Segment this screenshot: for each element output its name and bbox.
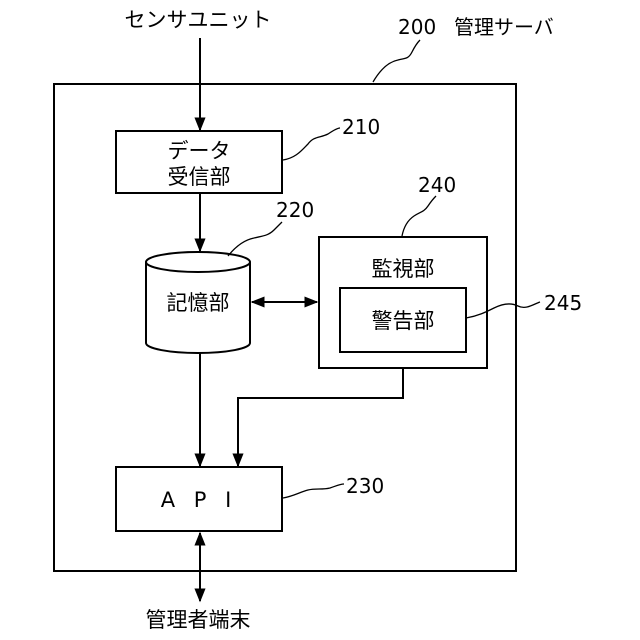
storage-label: 記憶部 [167,291,230,315]
server-ref-number: 200 [398,15,436,39]
data-receiver-label-line2: 受信部 [168,165,231,189]
alarm-ref-number: 245 [544,291,582,315]
data-receiver-label-line1: データ [168,139,231,163]
data-receiver-ref-number: 210 [342,115,380,139]
server-leader-line [373,40,420,82]
monitor-label: 監視部 [372,257,435,281]
alarm-label: 警告部 [372,309,435,333]
api-label: A P I [161,488,238,512]
monitor-ref-number: 240 [418,173,456,197]
api-ref-number: 230 [346,474,384,498]
server-label: 管理サーバ [454,15,554,39]
sensor-unit-label: センサユニット [125,8,272,32]
admin-terminal-label: 管理者端末 [146,608,251,632]
storage-ref-number: 220 [276,198,314,222]
